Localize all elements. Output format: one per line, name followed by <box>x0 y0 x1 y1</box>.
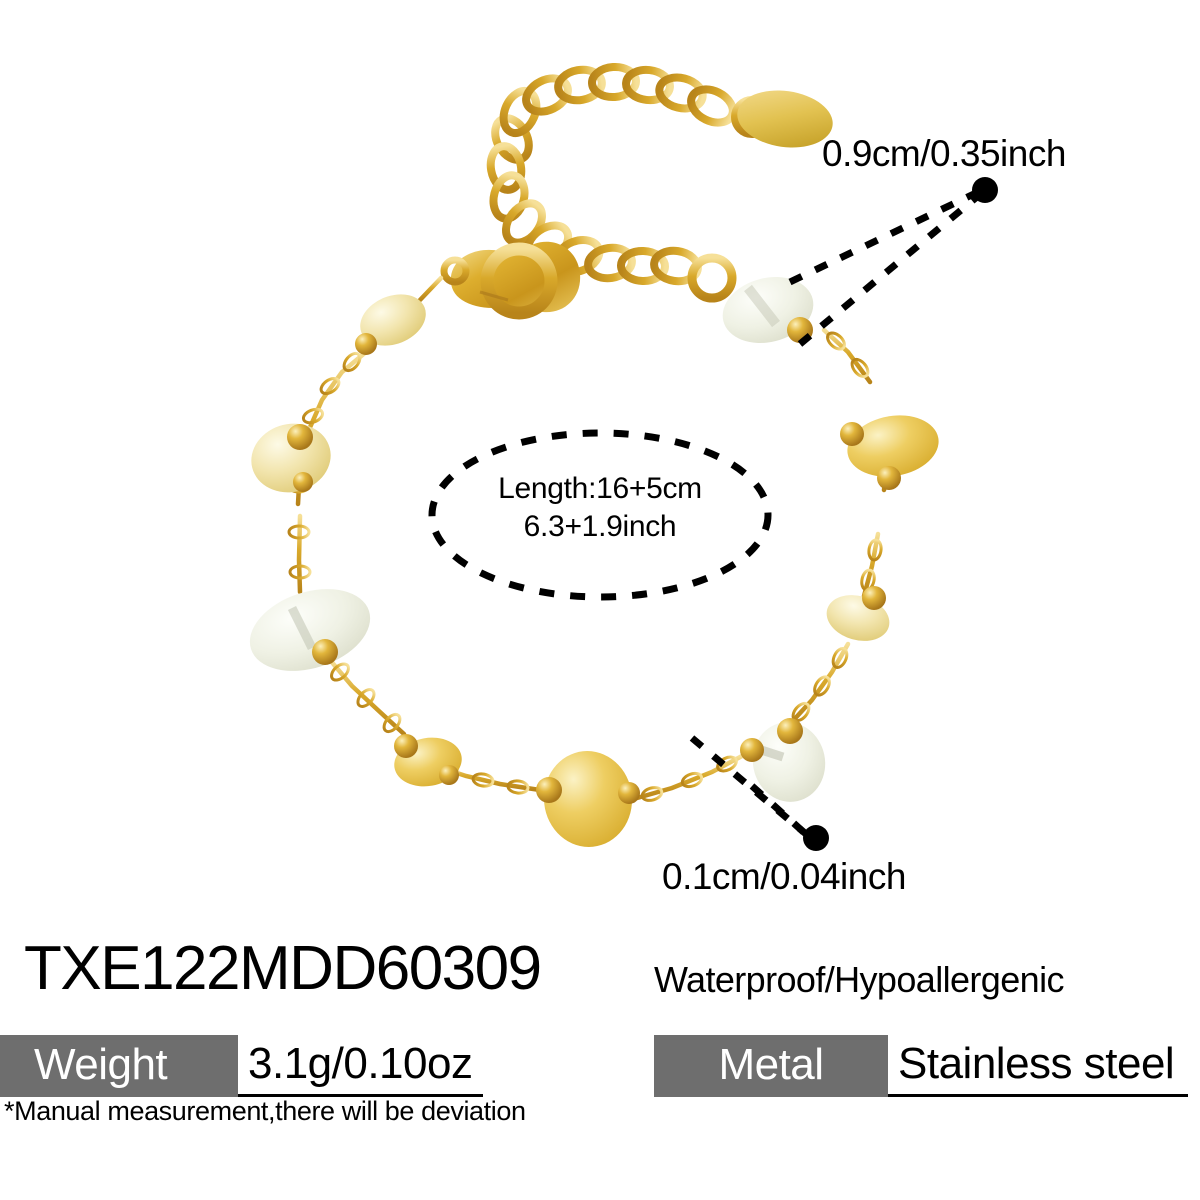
length-callout-oval <box>428 429 772 601</box>
waterproof-label: Waterproof/Hypoallergenic <box>654 959 1064 1000</box>
length-callout-text: Length:16+5cm 6.3+1.9inch <box>452 470 748 545</box>
product-sku: TXE122MDD60309 <box>24 934 542 1003</box>
weight-value: 3.1g/0.10oz <box>238 1034 483 1097</box>
leader-top-upper <box>788 188 980 286</box>
bead-citrine-bottom-left <box>394 734 462 787</box>
bead-quartz-left-lower <box>249 589 371 671</box>
bead-citrine-topleft <box>355 294 426 355</box>
measurement-disclaimer: *Manual measurement,there will be deviat… <box>4 1096 526 1126</box>
bead-citrine-bottom-center <box>536 751 640 847</box>
spec-row-metal: Metal Stainless steel <box>654 1034 1188 1097</box>
oval-end-tag <box>731 90 833 148</box>
weight-label: Weight <box>0 1035 238 1097</box>
leader-bottom-lower <box>749 783 811 839</box>
lobster-clasp <box>440 241 581 320</box>
bead-quartz-top-right <box>722 277 814 343</box>
bead-citrine-left-upper <box>251 423 331 493</box>
metal-label: Metal <box>654 1035 888 1097</box>
chain-width-annotation: 0.1cm/0.04inch <box>662 856 906 897</box>
leader-dot-top <box>972 177 998 203</box>
bead-size-annotation: 0.9cm/0.35inch <box>822 133 1066 174</box>
bead-citrine-right-middle <box>840 415 939 490</box>
spec-row-weight: Weight 3.1g/0.10oz <box>0 1034 483 1097</box>
product-info-block: TXE122MDD60309 Waterproof/Hypoallergenic… <box>0 938 1200 1200</box>
leader-bottom-upper <box>689 735 809 837</box>
length-line-1: Length:16+5cm <box>498 472 702 505</box>
bead-quartz-bottom-right <box>740 718 826 802</box>
leader-top-lower <box>797 193 981 347</box>
length-line-2: 6.3+1.9inch <box>523 509 677 543</box>
metal-value: Stainless steel <box>888 1034 1188 1097</box>
leader-lines <box>689 188 981 839</box>
bead-citrine-right-lower <box>826 586 890 641</box>
leader-dot-bottom <box>803 825 829 851</box>
